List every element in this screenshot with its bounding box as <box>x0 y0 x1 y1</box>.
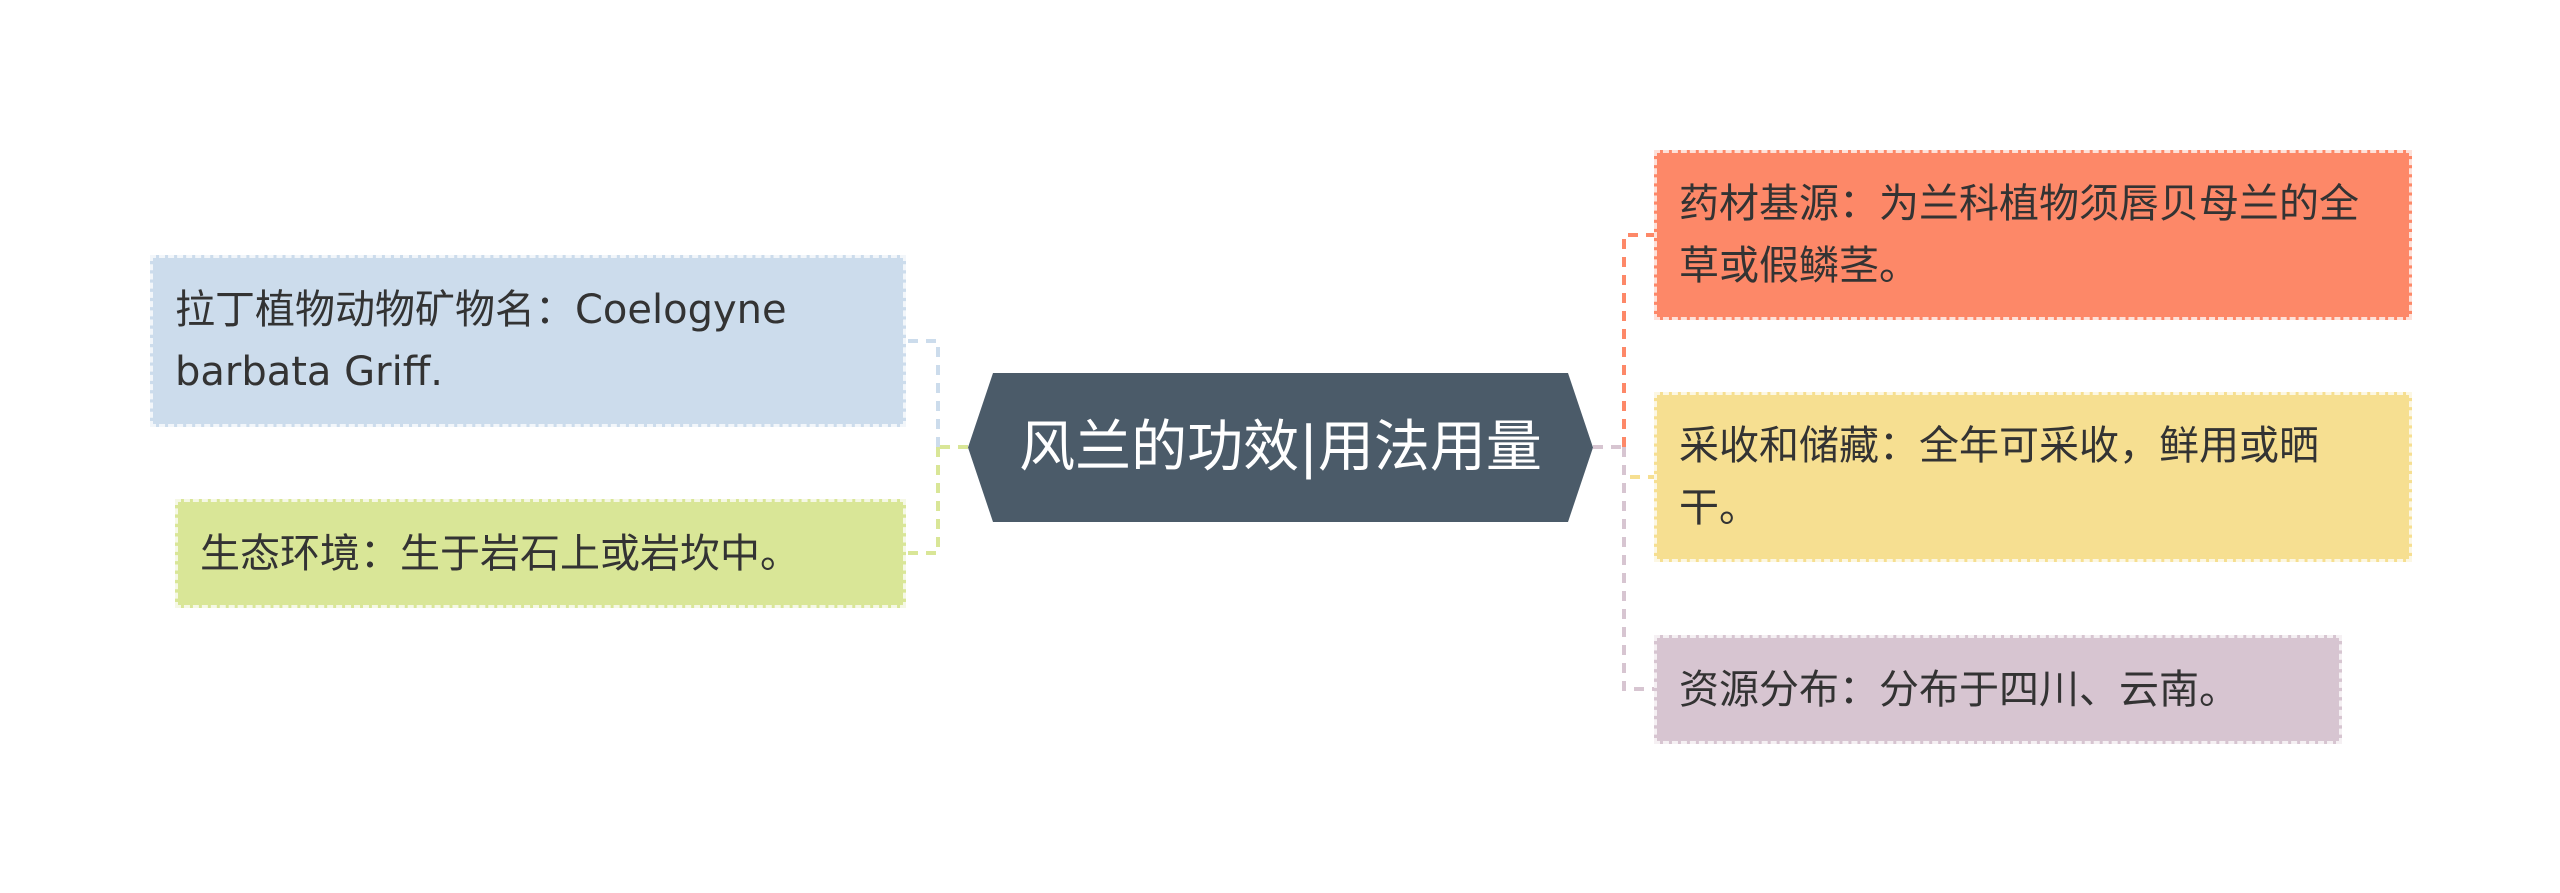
connector-latin <box>906 339 940 447</box>
topic-latin-name-text: 拉丁植物动物矿物名：Coelogyne barbata Griff. <box>175 287 787 395</box>
topic-distribution[interactable]: 资源分布：分布于四川、云南。 <box>1654 635 2342 744</box>
topic-source[interactable]: 药材基源：为兰科植物须唇贝母兰的全草或假鳞茎。 <box>1654 150 2412 320</box>
topic-harvest-text: 采收和储藏：全年可采收，鲜用或晒干。 <box>1679 423 2319 531</box>
connector-harvest <box>1622 447 1654 479</box>
topic-habitat-text: 生态环境：生于岩石上或岩坎中。 <box>200 530 800 577</box>
connector-distrib <box>1622 447 1654 691</box>
topic-source-text: 药材基源：为兰科植物须唇贝母兰的全草或假鳞茎。 <box>1679 181 2359 289</box>
connector-source <box>1622 233 1654 447</box>
topic-harvest[interactable]: 采收和储藏：全年可采收，鲜用或晒干。 <box>1654 392 2412 562</box>
central-topic[interactable]: 风兰的功效|用法用量 <box>968 373 1593 522</box>
topic-latin-name[interactable]: 拉丁植物动物矿物名：Coelogyne barbata Griff. <box>150 255 906 427</box>
central-topic-label: 风兰的功效|用法用量 <box>1019 414 1542 480</box>
topic-habitat[interactable]: 生态环境：生于岩石上或岩坎中。 <box>175 499 906 608</box>
connector-habitat <box>906 447 940 555</box>
topic-distribution-text: 资源分布：分布于四川、云南。 <box>1679 666 2239 713</box>
